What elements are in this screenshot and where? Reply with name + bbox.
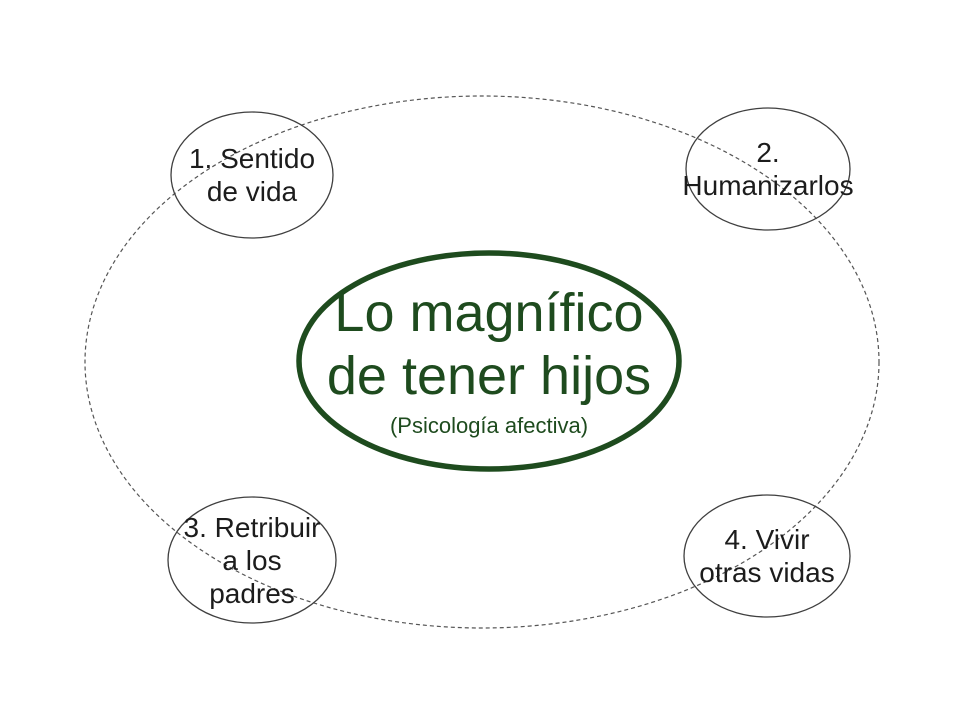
node-4-line1: 4. Vivir: [724, 524, 810, 555]
node-3-line3: padres: [209, 577, 295, 609]
node-3-ellipse: [167, 496, 337, 624]
center-title-line2: de tener hijos: [326, 345, 652, 406]
node-2-line1: 2.: [756, 137, 780, 168]
node-1-line2: de vida: [206, 176, 298, 207]
node-1-line1: 1. Sentido: [188, 143, 316, 174]
center-title: Lo magnífico de tener hijos (Psicología …: [298, 252, 680, 470]
node-1-label: 1. Sentido de vida: [167, 111, 337, 239]
center-subtitle: (Psicología afectiva): [389, 412, 589, 438]
node-4-ellipse: [683, 494, 851, 618]
center-ellipse: [296, 250, 682, 472]
cycle-dashed-ellipse: [84, 95, 880, 629]
node-1-ellipse: [170, 111, 334, 239]
center-title-line1: Lo magnífico: [334, 282, 644, 343]
node-4-line2: otras vidas: [699, 557, 835, 588]
node-2-label: 2. Humanizarlos: [682, 108, 854, 230]
node-2-line2: Humanizarlos: [682, 170, 854, 201]
node-2-ellipse: [685, 107, 851, 231]
node-3-label: 3. Retribuir a los padres: [165, 496, 339, 624]
node-3-line1: 3. Retribuir: [183, 511, 321, 543]
node-4-label: 4. Vivir otras vidas: [681, 496, 853, 616]
node-3-line2: a los: [222, 544, 282, 576]
